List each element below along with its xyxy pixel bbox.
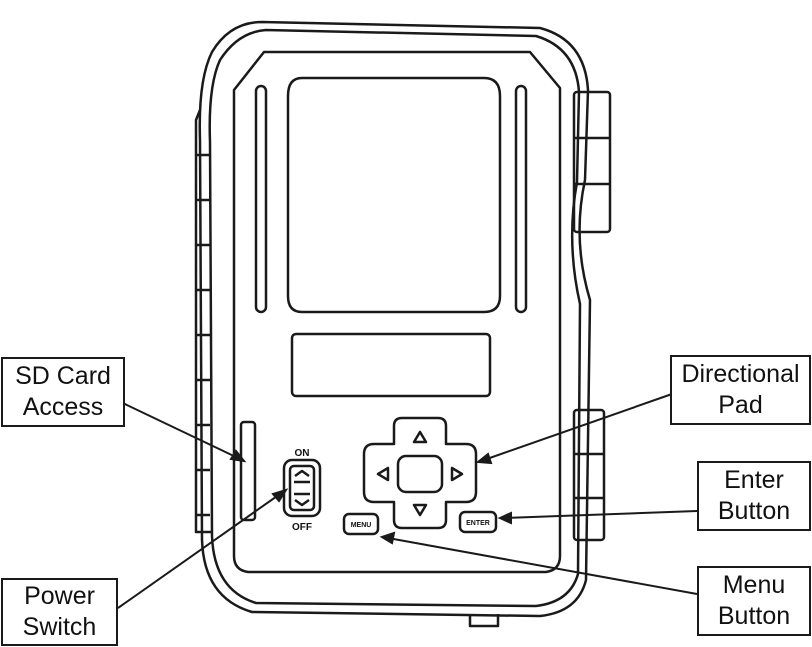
enter-callout-line1: Enter [724,466,784,494]
left-strap [194,109,212,534]
power-leader [117,493,281,609]
dpad-callout-line2: Pad [718,391,763,419]
right-latches [572,90,612,542]
sd-card-arrowhead [229,449,247,463]
menu-arrowhead [379,531,396,545]
enter-leader [505,510,698,519]
power-callout-line2: Switch [22,613,97,641]
enter-button-callout: Enter Button [697,461,811,531]
front-panel [232,50,562,574]
camera-housing-outer [198,20,592,618]
sd-card-door[interactable] [239,420,257,522]
dpad-arrowhead [475,452,493,465]
enter-button[interactable] [458,510,498,534]
menu-button-callout: Menu Button [697,566,811,636]
arrow-left-icon [376,466,390,482]
enter-key-label: ENTER [466,520,490,527]
power-switch[interactable] [282,458,322,518]
sd-card-leader [107,395,239,459]
arrow-up-icon [412,430,428,444]
left-slot [254,84,268,314]
sd-card-callout-line2: Access [22,393,104,421]
power-switch-callout: Power Switch [1,578,118,646]
power-arrowhead [271,488,289,503]
arrow-right-icon [450,466,464,482]
camera-housing-inner-edge [208,28,582,608]
sd-card-access-callout: SD Card Access [1,357,125,427]
arrow-down-icon [412,503,428,517]
power-callout-line1: Power [24,582,95,610]
right-slot [514,84,528,314]
dpad-leader [483,393,673,461]
menu-key-label: MENU [351,522,372,529]
directional-pad-callout: Directional Pad [670,355,811,425]
bottom-tab [468,614,500,628]
on-label: ON [295,448,310,459]
menu-callout-line1: Menu [722,571,786,599]
off-label: OFF [292,522,312,533]
menu-button[interactable] [342,512,380,536]
enter-arrowhead [497,511,512,525]
display-window [290,332,492,398]
left-strap-segments [196,153,210,517]
sd-card-callout-line1: SD Card [15,362,111,390]
lens-window [286,76,502,314]
dpad-callout-line1: Directional [681,360,800,388]
directional-pad[interactable] [362,416,478,530]
menu-leader [387,537,698,595]
menu-callout-line2: Button [717,602,791,630]
enter-callout-line2: Button [717,497,791,525]
